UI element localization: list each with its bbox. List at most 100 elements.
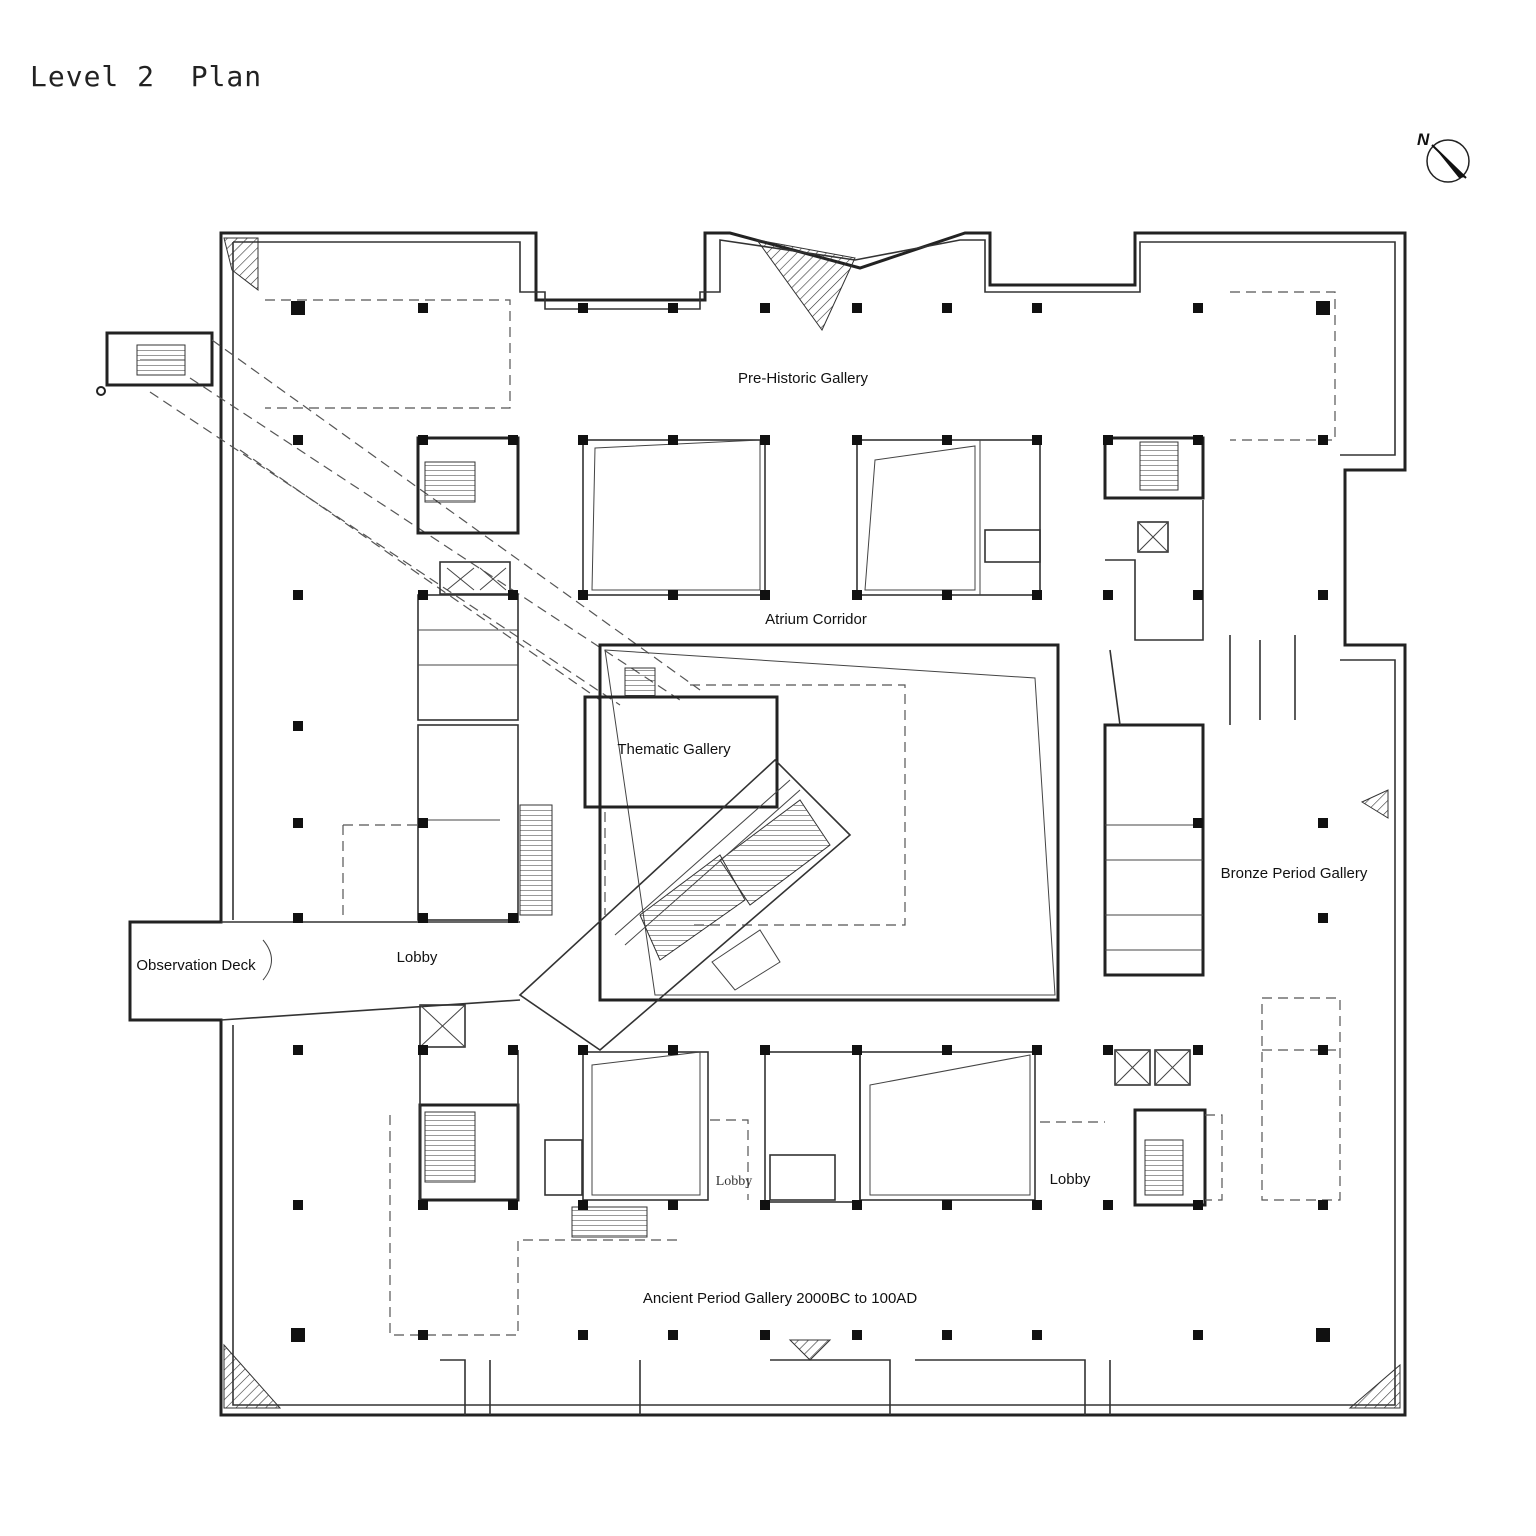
lobby-west-corridor	[220, 824, 521, 1021]
column	[418, 1200, 428, 1210]
column	[1103, 1045, 1113, 1055]
display-zone-se	[1205, 1114, 1223, 1201]
column	[578, 590, 588, 600]
escalator-bridge	[518, 758, 852, 1052]
diagonal-lines	[149, 339, 701, 706]
column	[293, 818, 303, 828]
column	[1032, 1200, 1042, 1210]
label-lobby-south-mid: Lobby	[716, 1174, 753, 1189]
column	[293, 1045, 303, 1055]
column	[1318, 1045, 1328, 1055]
column	[668, 590, 678, 600]
column	[1318, 913, 1328, 923]
column	[1193, 303, 1203, 313]
column	[293, 435, 303, 445]
stair-tower-nw	[96, 331, 214, 396]
column	[418, 303, 428, 313]
label-observation-deck: Observation Deck	[136, 957, 256, 974]
column	[418, 435, 428, 445]
column	[293, 590, 303, 600]
column	[1032, 1330, 1042, 1340]
column	[578, 1200, 588, 1210]
column	[852, 1200, 862, 1210]
column	[508, 913, 518, 923]
label-ancient-period-gallery: Ancient Period Gallery 2000BC to 100AD	[643, 1290, 917, 1307]
column	[1316, 1328, 1330, 1342]
column	[942, 1200, 952, 1210]
column	[1193, 435, 1203, 445]
column	[1316, 301, 1330, 315]
column	[852, 1330, 862, 1340]
hatched-area-se	[1348, 1363, 1401, 1409]
label-lobby-west: Lobby	[397, 949, 438, 966]
display-zone-sw	[389, 1115, 680, 1336]
column	[418, 590, 428, 600]
core-west-upper	[416, 436, 553, 921]
column	[418, 1330, 428, 1340]
north-label: N	[1417, 130, 1430, 149]
structural-columns	[291, 301, 1330, 1342]
column	[508, 590, 518, 600]
column	[1318, 1200, 1328, 1210]
column	[508, 1200, 518, 1210]
column	[1318, 818, 1328, 828]
column	[942, 1330, 952, 1340]
column	[1103, 590, 1113, 600]
column	[578, 1330, 588, 1340]
column	[852, 1045, 862, 1055]
display-zone-nw	[265, 299, 511, 409]
label-pre-historic-gallery: Pre-Historic Gallery	[738, 370, 869, 387]
column	[760, 303, 770, 313]
label-lobby-south-east: Lobby	[1050, 1171, 1091, 1188]
south-gallery-rooms	[571, 1051, 1036, 1238]
thematic-stair	[624, 667, 656, 697]
column	[852, 303, 862, 313]
column	[1032, 1045, 1042, 1055]
column	[760, 1200, 770, 1210]
hatched-area-east	[1360, 789, 1389, 819]
column	[508, 435, 518, 445]
label-bronze-period-gallery: Bronze Period Gallery	[1221, 865, 1368, 882]
column	[760, 1330, 770, 1340]
hatched-area-sw	[223, 1343, 282, 1409]
column	[578, 1045, 588, 1055]
column	[1318, 435, 1328, 445]
label-atrium-corridor: Atrium Corridor	[765, 611, 867, 628]
column	[668, 1200, 678, 1210]
column	[291, 1328, 305, 1342]
north-arrow-icon	[1426, 139, 1470, 183]
column	[1032, 303, 1042, 313]
column	[668, 435, 678, 445]
column	[852, 590, 862, 600]
display-zone-east	[1261, 997, 1341, 1201]
north-gallery-rooms	[582, 439, 1041, 596]
column	[508, 1045, 518, 1055]
south-recesses	[440, 1359, 1111, 1415]
column	[1193, 818, 1203, 828]
column	[942, 590, 952, 600]
thematic-gallery-room	[583, 695, 779, 809]
column	[1193, 1200, 1203, 1210]
hatched-area-south	[788, 1339, 832, 1361]
hatched-area-north	[755, 239, 856, 331]
column	[668, 303, 678, 313]
column	[578, 303, 588, 313]
column	[1193, 1330, 1203, 1340]
column	[760, 435, 770, 445]
column	[1193, 1045, 1203, 1055]
column	[293, 1200, 303, 1210]
column	[418, 913, 428, 923]
column	[942, 1045, 952, 1055]
core-west-lower	[418, 1004, 583, 1202]
column	[578, 435, 588, 445]
column	[760, 590, 770, 600]
column	[291, 301, 305, 315]
column	[1032, 590, 1042, 600]
hatched-area-nw	[223, 237, 259, 292]
column	[1103, 1200, 1113, 1210]
column	[418, 818, 428, 828]
core-east-lower	[1114, 1049, 1207, 1207]
label-thematic-gallery: Thematic Gallery	[617, 741, 731, 758]
display-zone-south-lobby	[710, 1119, 749, 1200]
